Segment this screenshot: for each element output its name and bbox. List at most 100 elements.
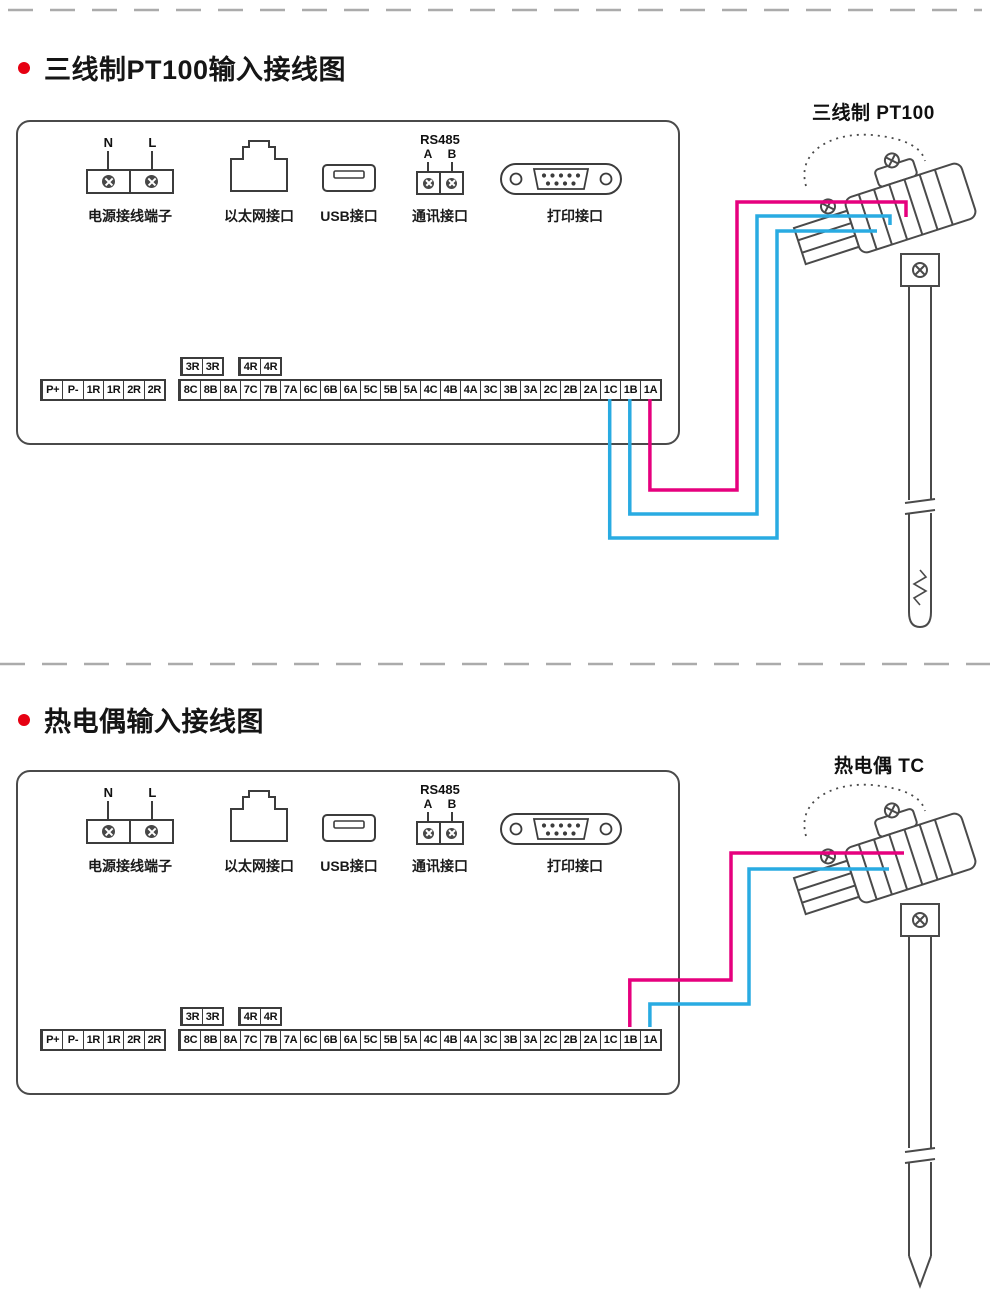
rs485-title: RS485: [420, 782, 460, 797]
terminal-cell: 2R: [123, 1031, 143, 1049]
usb-port-label: USB接口: [320, 858, 378, 874]
ethernet-port-icon: [230, 140, 288, 192]
terminal-cell: 1A: [640, 381, 660, 399]
rs485-terminal-block: [416, 821, 464, 845]
terminal-cell: 6A: [340, 1031, 360, 1049]
terminal-cell: 2B: [560, 381, 580, 399]
terminal-cell: 5C: [360, 381, 380, 399]
screw-icon: [423, 177, 434, 189]
terminal-cell: 7A: [280, 381, 300, 399]
terminal-cell: 4R: [240, 1009, 260, 1024]
terminal-cell: 3R: [202, 359, 222, 374]
terminal-cell: 5B: [380, 1031, 400, 1049]
sensor-label-tc: 热电偶 TC: [834, 756, 925, 777]
thermocouple-probe-drawing: [792, 783, 977, 1289]
terminal-cell: 1C: [600, 381, 620, 399]
terminal-cell: 4R: [260, 1009, 280, 1024]
rs485-a-lead: [427, 162, 429, 171]
usb-port-icon: [322, 814, 376, 842]
terminal-cell: 5A: [400, 1031, 420, 1049]
screw-icon: [446, 827, 457, 839]
rs485-a-label: A: [423, 147, 433, 161]
terminal-cell: 7B: [260, 381, 280, 399]
terminal-cell: 4C: [420, 1031, 440, 1049]
ethernet-port-label: 以太网接口: [224, 858, 294, 874]
section-title-tc: 热电偶输入接线图: [44, 707, 264, 737]
terminal-cell: 3R: [182, 359, 202, 374]
rs485-terminal-b: [439, 823, 462, 843]
power-terminal-label: 电源接线端子: [88, 858, 172, 874]
screw-icon: [102, 175, 115, 188]
terminal-cell: 1R: [102, 381, 123, 399]
terminal-cell: 6B: [320, 381, 340, 399]
terminal-cell: 6C: [300, 381, 320, 399]
terminal-cell: 3A: [520, 1031, 540, 1049]
terminal-cell: 4B: [440, 381, 460, 399]
terminal-cell: 3C: [480, 1031, 500, 1049]
terminal-cell: 5B: [380, 381, 400, 399]
terminal-cell: 8A: [220, 1031, 240, 1049]
usb-port-icon: [322, 164, 376, 192]
print-port-label: 打印接口: [547, 208, 603, 224]
terminal-cell: 5C: [360, 1031, 380, 1049]
power-terminal-n: [88, 171, 129, 192]
rs485-terminal-b: [439, 173, 462, 193]
comm-port-label: 通讯接口: [412, 858, 468, 874]
ethernet-port-label: 以太网接口: [224, 208, 294, 224]
rs485-a-label: A: [423, 797, 433, 811]
terminal-cell: 2R: [123, 381, 143, 399]
power-terminal-l: [129, 171, 172, 192]
screw-icon: [145, 825, 158, 838]
terminal-cell: 8A: [220, 381, 240, 399]
terminal-cell: 4R: [260, 359, 280, 374]
terminal-cell: 4A: [460, 381, 480, 399]
power-terminal-label: 电源接线端子: [88, 208, 172, 224]
rs485-title: RS485: [420, 132, 460, 147]
rs485-terminal-a: [418, 823, 439, 843]
terminal-cell: 2B: [560, 1031, 580, 1049]
terminal-cell: 4A: [460, 1031, 480, 1049]
terminal-cell: P+: [42, 381, 62, 399]
recorder-rear-panel: N L 电源接线端子 以太网接口 USB接口 RS485 A B 通讯: [16, 770, 680, 1095]
section-title-pt100: 三线制PT100输入接线图: [44, 55, 347, 85]
recorder-rear-panel: N L 电源接线端子 以太网接口 USB接口 RS485 A B: [16, 120, 680, 445]
terminal-cell: 1A: [640, 1031, 660, 1049]
power-terminal-n: [88, 821, 129, 842]
rs485-b-lead: [451, 812, 453, 821]
terminal-cell: 6C: [300, 1031, 320, 1049]
terminal-cell: 6A: [340, 381, 360, 399]
terminal-cell: 1B: [620, 381, 640, 399]
resistor-symbol: [912, 569, 928, 606]
terminal-cell: 1C: [600, 1031, 620, 1049]
power-l-label: L: [148, 785, 157, 800]
rs485-b-lead: [451, 162, 453, 171]
terminal-cell: 2A: [580, 1031, 600, 1049]
rs485-a-lead: [427, 812, 429, 821]
power-nl-labels: N L: [86, 785, 174, 800]
thermocouple-junction-symbol: [908, 1255, 932, 1289]
terminal-cell: 2A: [580, 381, 600, 399]
power-n-lead: [107, 151, 109, 169]
terminal-cell: P-: [62, 1031, 82, 1049]
screw-icon: [446, 177, 457, 189]
terminal-cell: 2R: [143, 381, 164, 399]
section-bullet: [18, 62, 30, 74]
terminal-cell: 4B: [440, 1031, 460, 1049]
power-n-label: N: [103, 135, 114, 150]
terminal-cell: 3R: [202, 1009, 222, 1024]
screw-icon: [423, 827, 434, 839]
rs485-terminal-a: [418, 173, 439, 193]
terminal-cell: 1R: [82, 1031, 103, 1049]
power-n-lead: [107, 801, 109, 819]
ethernet-port-icon: [230, 790, 288, 842]
terminal-cell: 2C: [540, 1031, 560, 1049]
terminal-cell: 5A: [400, 381, 420, 399]
